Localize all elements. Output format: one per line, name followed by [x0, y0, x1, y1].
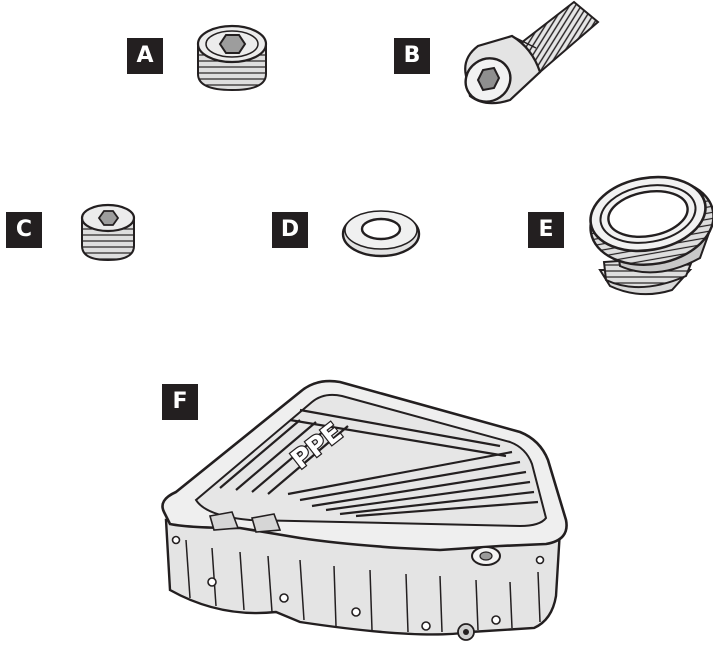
label-c: C — [6, 212, 42, 248]
part-e-drain-fitting — [584, 168, 713, 294]
label-e: E — [528, 212, 564, 248]
label-a: A — [127, 38, 163, 74]
label-f: F — [162, 384, 198, 420]
part-a-pipe-plug — [198, 26, 266, 90]
part-f-transmission-pan — [163, 381, 567, 640]
part-c-small-plug — [82, 205, 134, 260]
part-b-cap-screw — [457, 2, 598, 110]
label-b: B — [394, 38, 430, 74]
part-d-washer — [343, 211, 419, 256]
label-d: D — [272, 212, 308, 248]
